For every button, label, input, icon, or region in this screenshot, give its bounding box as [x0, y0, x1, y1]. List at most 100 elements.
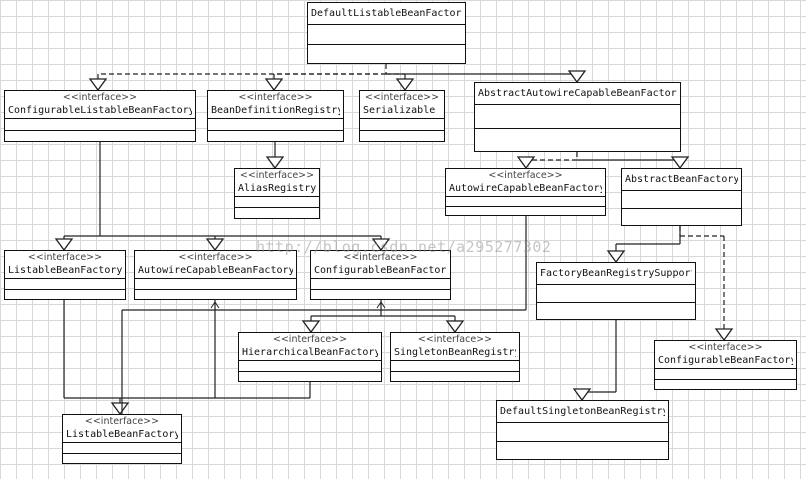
hollow-arrowhead [572, 388, 592, 402]
class-header: <<interface>> AutowireCapableBeanFactory [135, 251, 296, 279]
stereotype-label: <<interface>> [238, 92, 313, 103]
attributes-compartment [475, 105, 680, 129]
stereotype-label: <<interface>> [239, 170, 315, 181]
operations-compartment [308, 45, 465, 64]
operations-compartment [446, 207, 605, 216]
stereotype-label: <<interface>> [488, 170, 563, 181]
stereotype-label: <<interface>> [27, 252, 103, 263]
class-header: DefaultListableBeanFactory [308, 3, 465, 25]
class-header: DefaultSingletonBeanRegistry [497, 401, 668, 423]
stereotype-label: <<interface>> [417, 334, 493, 345]
class-name: DefaultSingletonBeanRegistry [500, 406, 665, 417]
stereotype-label: <<interface>> [178, 252, 253, 263]
class-name: AbstractBeanFactory [625, 174, 738, 185]
hollow-arrowhead [371, 238, 391, 252]
attributes-compartment [63, 443, 181, 454]
attributes-compartment [135, 279, 296, 290]
stereotype-label: <<interface>> [272, 334, 348, 345]
attributes-compartment [391, 361, 519, 372]
class-header: FactoryBeanRegistrySupport [537, 263, 695, 285]
stereotype-label: <<interface>> [364, 92, 440, 103]
operations-compartment [5, 131, 195, 142]
class-name: FactoryBeanRegistrySupport [540, 268, 692, 279]
hollow-arrowhead [516, 156, 536, 170]
class-box-alias-registry: <<interface>> AliasRegistry [234, 168, 320, 219]
operations-compartment [655, 380, 796, 390]
hollow-arrowhead [110, 402, 130, 416]
attributes-compartment [239, 361, 381, 372]
operations-compartment [239, 372, 381, 382]
stereotype-label: <<interface>> [343, 252, 418, 263]
class-name: ListableBeanFactory [8, 265, 122, 276]
class-name: ConfigurableBeanFactory [658, 355, 793, 366]
operations-compartment [497, 442, 668, 460]
class-box-factory-bean-registry-support: FactoryBeanRegistrySupport [536, 262, 696, 320]
class-box-configurable-bean-factory: <<interface>> ConfigurableBeanFactory [310, 250, 451, 300]
hollow-arrowhead [445, 320, 465, 334]
operations-compartment [311, 290, 450, 300]
class-box-serializable: <<interface>> Serializable [359, 90, 445, 142]
class-box-autowire-capable-bean-factory: <<interface>> AutowireCapableBeanFactory [134, 250, 297, 300]
class-header: <<interface>> ListableBeanFactory [63, 415, 181, 443]
hollow-arrowhead [301, 320, 321, 334]
class-box-singleton-bean-registry: <<interface>>SingletonBeanRegistry [390, 332, 520, 382]
operations-compartment [63, 454, 181, 464]
operations-compartment [622, 209, 741, 226]
operations-compartment [235, 208, 319, 218]
class-name: AliasRegistry [238, 183, 316, 194]
class-name: ListableBeanFactory [66, 429, 178, 440]
class-box-abstract-autowire-capable-bean-factory: AbstractAutowireCapableBeanFactory [474, 82, 681, 152]
attributes-compartment [5, 119, 195, 131]
stereotype-label: <<interface>> [62, 92, 138, 103]
class-name: AbstractAutowireCapableBeanFactory [478, 88, 677, 99]
attributes-compartment [5, 279, 125, 290]
operations-compartment [360, 131, 444, 142]
class-name: HierarchicalBeanFactory [242, 347, 378, 358]
class-header: <<interface>> ListableBeanFactory [5, 251, 125, 279]
stereotype-label: <<interface>> [84, 416, 160, 427]
class-header: AbstractAutowireCapableBeanFactory [475, 83, 680, 105]
class-box-hierarchical-bean-factory: <<interface>> HierarchicalBeanFactory [238, 332, 382, 382]
class-header: <<interface>> ConfigurableBeanFactory [655, 341, 796, 369]
class-header: <<interface>> HierarchicalBeanFactory [239, 333, 381, 361]
class-name: DefaultListableBeanFactory [311, 8, 462, 19]
class-header: <<interface>> Serializable [360, 91, 444, 119]
open-arrowhead [376, 301, 386, 309]
operations-compartment [537, 303, 695, 320]
attributes-compartment [622, 191, 741, 209]
hollow-arrowhead [205, 238, 225, 252]
class-header: <<interface>>SingletonBeanRegistry [391, 333, 519, 361]
class-header: <<interface>> ConfigurableListableBeanFac… [5, 91, 195, 119]
hollow-arrowhead [670, 156, 690, 170]
class-name: ConfigurableBeanFactory [314, 265, 447, 276]
class-box-listable-bean-factory: <<interface>> ListableBeanFactory [4, 250, 126, 300]
class-name: AutowireCapableBeanFactory [449, 183, 602, 194]
class-header: <<interface>> ConfigurableBeanFactory [311, 251, 450, 279]
stereotype-label: <<interface>> [688, 342, 763, 353]
operations-compartment [5, 290, 125, 300]
hollow-arrowhead [88, 78, 108, 92]
class-box-listable-bean-factory: <<interface>> ListableBeanFactory [62, 414, 182, 464]
operations-compartment [391, 372, 519, 382]
attributes-compartment [497, 423, 668, 442]
class-box-bean-definition-registry: <<interface>>BeanDefinitionRegistry [207, 90, 344, 142]
hollow-arrowhead [395, 78, 415, 92]
open-arrowhead [210, 301, 220, 309]
attributes-compartment [446, 197, 605, 207]
class-box-configurable-bean-factory: <<interface>> ConfigurableBeanFactory [654, 340, 797, 390]
class-name: ConfigurableListableBeanFactory [8, 105, 192, 116]
attributes-compartment [655, 369, 796, 380]
class-name: AutowireCapableBeanFactory [138, 265, 293, 276]
attributes-compartment [537, 285, 695, 303]
attributes-compartment [308, 25, 465, 45]
class-box-abstract-bean-factory: AbstractBeanFactory [621, 168, 742, 226]
class-header: <<interface>>BeanDefinitionRegistry [208, 91, 343, 119]
hollow-arrowhead [264, 78, 284, 92]
class-name: Serializable [363, 105, 436, 116]
hollow-arrowhead [54, 238, 74, 252]
attributes-compartment [208, 119, 343, 131]
hollow-arrowhead [265, 156, 285, 170]
hollow-arrowhead [567, 70, 587, 84]
